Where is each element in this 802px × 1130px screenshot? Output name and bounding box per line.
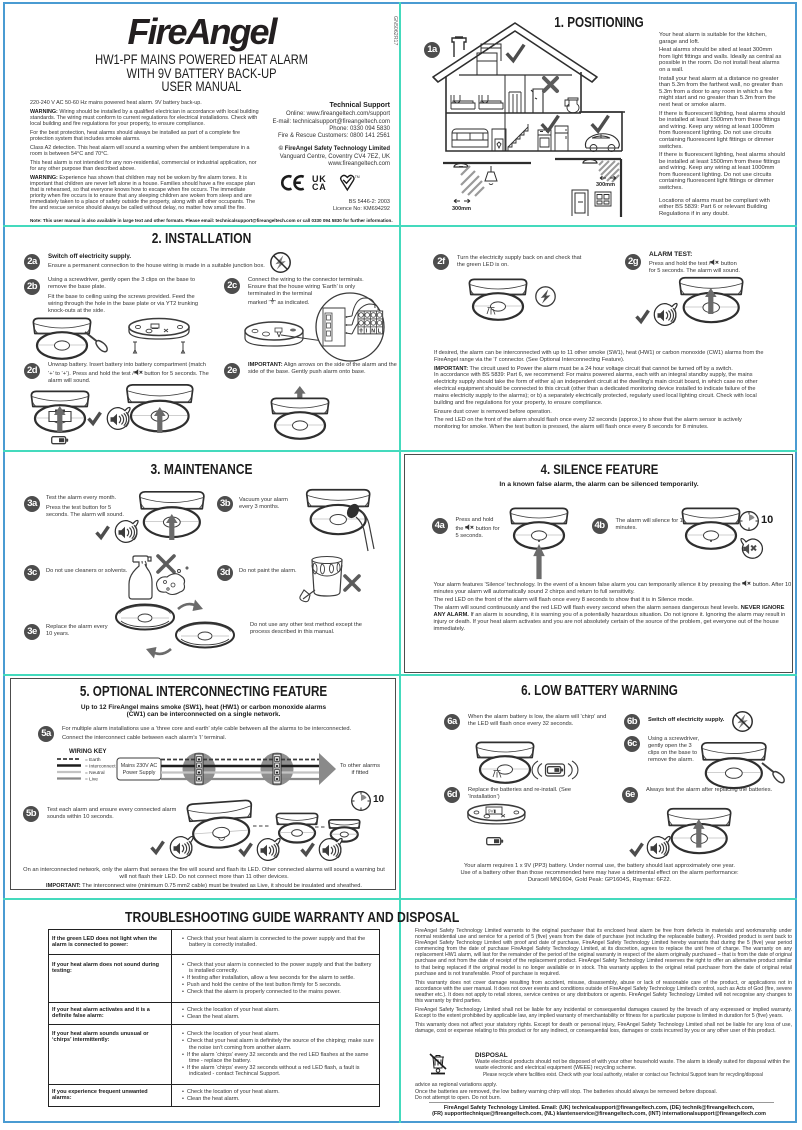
svg-text:Mains 230V AC: Mains 230V AC	[121, 763, 158, 769]
svg-text:To other alarms: To other alarms	[340, 763, 380, 769]
svg-text:= Earth: = Earth	[85, 757, 101, 763]
svg-text:Power Supply: Power Supply	[123, 770, 156, 776]
svg-text:if fitted: if fitted	[351, 770, 368, 776]
svg-text:TM: TM	[355, 175, 360, 179]
svg-text:L: L	[378, 329, 382, 335]
svg-text:N: N	[371, 329, 375, 335]
svg-text:= Interconnect: = Interconnect	[85, 764, 116, 770]
svg-text:9V▮: 9V▮	[488, 809, 497, 814]
svg-text:300mm: 300mm	[452, 206, 471, 212]
svg-text:10: 10	[761, 514, 773, 526]
svg-text:= Live: = Live	[85, 777, 98, 783]
svg-text:I: I	[366, 329, 368, 335]
svg-text:10: 10	[373, 794, 385, 805]
svg-text:= Neutral: = Neutral	[85, 770, 105, 776]
svg-text:300mm: 300mm	[596, 182, 615, 188]
